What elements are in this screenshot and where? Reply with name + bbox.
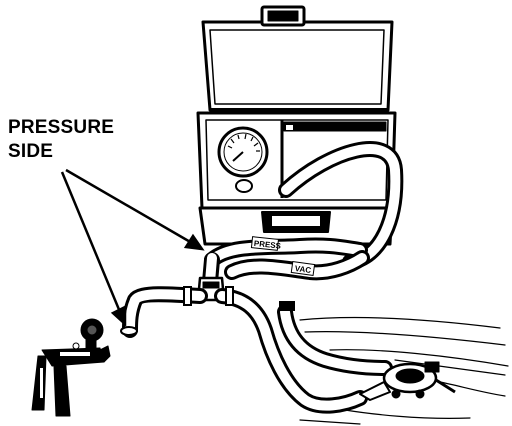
hose-bundle (202, 141, 404, 290)
engine-valve (359, 361, 456, 401)
hose-clamps (183, 286, 295, 311)
callout-arrows (60, 168, 205, 327)
engine-surface (299, 317, 509, 425)
pressure-side-callout: PRESSURE SIDE (8, 116, 114, 164)
hand-pump (31, 318, 111, 417)
hose-label-tags: PRESS VAC (250, 236, 316, 277)
case-lid (201, 20, 394, 112)
vac-hose-label: VAC (294, 264, 312, 275)
press-hose-label: PRESS (253, 239, 282, 251)
tester-case (196, 5, 397, 246)
callout-line-1: PRESSURE (8, 117, 115, 138)
control-knob (235, 179, 253, 193)
arrow-to-hose-end (60, 171, 122, 313)
callout-line-2: SIDE (8, 141, 54, 162)
pressure-hose-end (120, 326, 138, 336)
arrow-to-tee (65, 168, 193, 245)
branch-hoses (122, 286, 393, 414)
